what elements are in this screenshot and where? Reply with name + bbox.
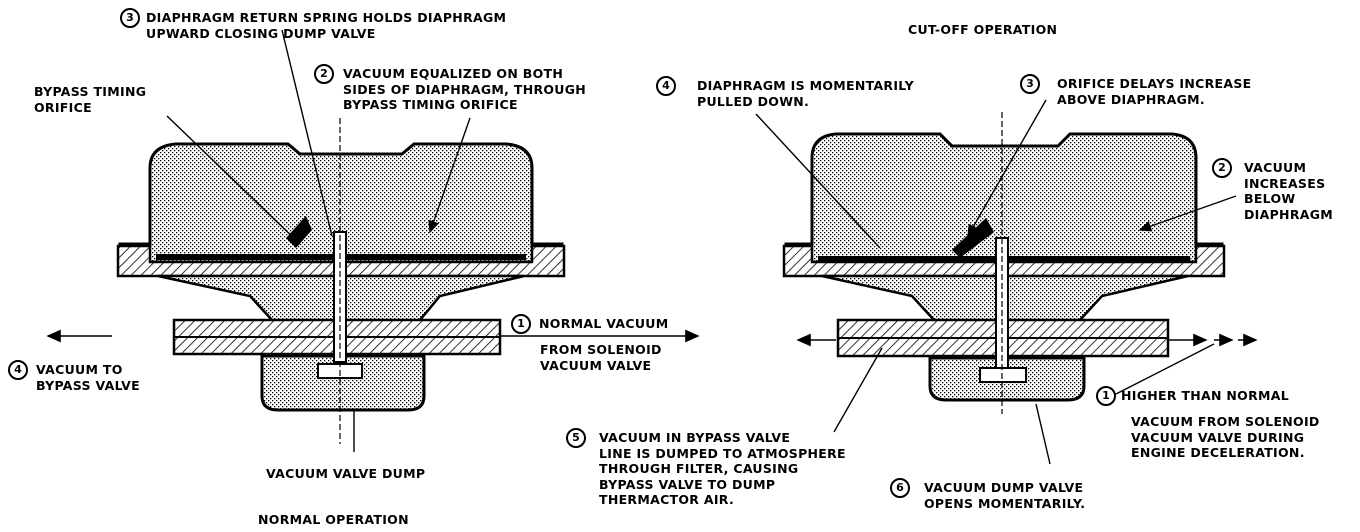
normal-callout-1-number: 1 — [511, 314, 531, 334]
normal-upper-cover — [118, 142, 564, 264]
cutoff-callout-1-line1: HIGHER THAN NORMAL — [1121, 388, 1290, 403]
normal-callout-1-line1: NORMAL VACUUM — [539, 316, 669, 331]
normal-valve — [46, 29, 700, 452]
normal-callout-1-rest: FROM SOLENOID VACUUM VALVE — [540, 342, 662, 373]
cutoff-callout-1-number: 1 — [1096, 386, 1116, 406]
normal-operation-caption: NORMAL OPERATION — [258, 512, 409, 527]
cutoff-callout-4-number: 4 — [656, 76, 676, 96]
normal-callout-4-text: VACUUM TO BYPASS VALVE — [36, 362, 140, 393]
normal-callout-3-number: 3 — [120, 8, 140, 28]
cutoff-valve — [755, 99, 1258, 465]
normal-callout-2-number: 2 — [314, 64, 334, 84]
cutoff-callout-6-number: 6 — [890, 478, 910, 498]
cutoff-operation-caption: CUT-OFF OPERATION — [908, 22, 1058, 37]
cutoff-callout-2-text: VACUUM INCREASES BELOW DIAPHRAGM — [1244, 160, 1334, 222]
cutoff-upper-cover — [784, 132, 1224, 264]
cutoff-callout-3-number: 3 — [1020, 74, 1040, 94]
cutoff-callout-2-number: 2 — [1212, 158, 1232, 178]
vacuum-valve-dump-label: VACUUM VALVE DUMP — [266, 466, 426, 481]
normal-callout-4-number: 4 — [8, 360, 28, 380]
cutoff-callout-3-text: ORIFICE DELAYS INCREASE ABOVE DIAPHRAGM. — [1057, 76, 1252, 107]
normal-filter-cup — [260, 354, 426, 412]
cutoff-callout-5-text: VACUUM IN BYPASS VALVE LINE IS DUMPED TO… — [599, 430, 846, 507]
normal-callout-2-text: VACUUM EQUALIZED ON BOTH SIDES OF DIAPHR… — [343, 66, 587, 112]
bypass-orifice-label: BYPASS TIMING ORIFICE — [34, 84, 147, 115]
cutoff-callout-6-text: VACUUM DUMP VALVE OPENS MOMENTARILY. — [924, 480, 1086, 511]
normal-callout-3-text: DIAPHRAGM RETURN SPRING HOLDS DIAPHRAGM … — [146, 10, 507, 41]
cutoff-callout-4-text: DIAPHRAGM IS MOMENTARILY PULLED DOWN. — [697, 78, 914, 109]
cutoff-callout-1-rest: VACUUM FROM SOLENOID VACUUM VALVE DURING… — [1131, 414, 1320, 460]
cutoff-callout-5-number: 5 — [566, 428, 586, 448]
